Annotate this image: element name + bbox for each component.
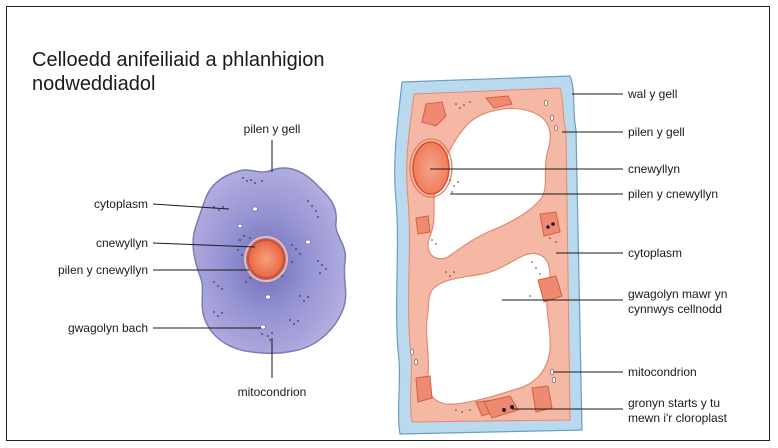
plant-label-starch-1: gronyn starts y tu	[628, 396, 720, 410]
animal-label-nuclear-membrane: pilen y cnewyllyn	[58, 263, 148, 277]
plant-label-cell-wall: wal y gell	[627, 87, 677, 101]
plant-label-nucleus: cnewyllyn	[628, 162, 680, 176]
plant-cell: wal y gell pilen y gell cnewyllyn pilen …	[395, 76, 728, 434]
animal-label-cell-membrane: pilen y gell	[244, 122, 301, 136]
plant-label-cytoplasm: cytoplasm	[628, 246, 682, 260]
animal-label-small-vacuole: gwagolyn bach	[68, 321, 148, 335]
animal-label-mitochondria: mitocondrion	[238, 385, 307, 399]
plant-nucleus	[413, 142, 449, 194]
plant-label-large-vacuole-2: cynnwys cellnodd	[628, 302, 722, 316]
animal-label-cytoplasm: cytoplasm	[94, 197, 148, 211]
animal-label-nucleus: cnewyllyn	[96, 236, 148, 250]
plant-label-large-vacuole-1: gwagolyn mawr yn	[628, 287, 727, 301]
animal-nucleus	[248, 240, 284, 278]
plant-label-starch-2: mewn i'r cloroplast	[628, 411, 728, 425]
animal-cell: pilen y gell cytoplasm cnewyllyn pilen y…	[58, 122, 346, 399]
plant-label-nuclear-membrane: pilen y cnewyllyn	[628, 187, 718, 201]
plant-label-cell-membrane: pilen y gell	[628, 125, 685, 139]
plant-label-mitochondria: mitocondrion	[628, 365, 697, 379]
